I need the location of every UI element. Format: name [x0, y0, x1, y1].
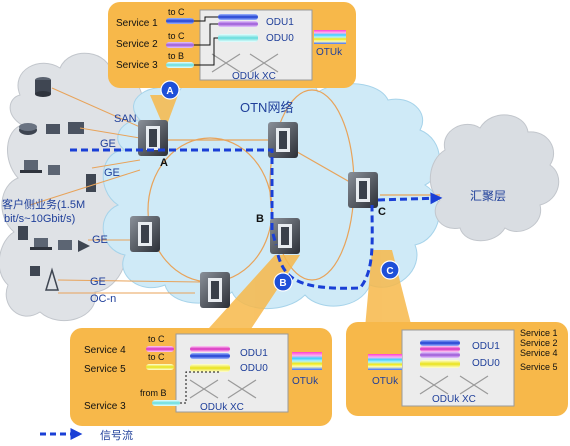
panel-a-xc: ODUk XC [232, 71, 276, 82]
node-c-label: C [378, 206, 386, 218]
panel-a-dest-3: to B [168, 51, 184, 61]
panel-b-dest-1: to C [148, 334, 165, 344]
svc-tube-a-1 [166, 18, 194, 24]
otuk-bar-a [314, 30, 346, 44]
panel-b-service-4: Service 4 [84, 345, 126, 356]
ne-device-c [348, 172, 378, 208]
tower-icon [44, 267, 60, 291]
badge-c [380, 260, 400, 280]
laptop-icon [20, 160, 42, 173]
client-devices [18, 77, 96, 291]
panel-a-service-1: Service 1 [116, 18, 158, 29]
ne-device-bottom [200, 272, 230, 308]
panel-b-odu0: ODU0 [240, 363, 268, 374]
panel-a-odu0: ODU0 [266, 33, 294, 44]
tube-odu0-a [218, 34, 258, 42]
otn-cloud-label: OTN网络 [240, 100, 293, 115]
camera-icon [18, 226, 28, 240]
client-label-1: 客户侧业务(1.5M [2, 197, 85, 211]
ocn-label: OC-n [90, 293, 116, 305]
server-icon [86, 174, 96, 192]
panel-b-dest-3: from B [140, 388, 167, 398]
node-b-label: B [256, 213, 264, 225]
panel-b-otuk: OTUk [292, 376, 319, 387]
panel-c-service-5: Service 5 [520, 362, 558, 372]
xc-cross-c [419, 375, 489, 395]
desktop-icon [48, 165, 60, 175]
badge-c-letter: C [386, 266, 393, 277]
panel-b-service-3: Service 3 [84, 401, 126, 412]
node-a-label: A [160, 157, 168, 169]
panel-c-otuk: OTUk [372, 376, 399, 387]
panel-b-odu1: ODU1 [240, 348, 268, 359]
panel-connectors [150, 95, 412, 338]
aggregation-cloud [429, 114, 560, 242]
badge-b-letter: B [279, 278, 286, 289]
panel-a-service-3: Service 3 [116, 60, 158, 71]
panel-c-service-4: Service 4 [520, 348, 558, 358]
xc-cross-b [189, 379, 257, 399]
router-icon [19, 123, 37, 135]
panel-c-service-1: Service 1 [520, 328, 558, 338]
ne-device-a [138, 120, 168, 156]
panel-a-otuk: OTUk [316, 47, 343, 58]
panel-c-odu1: ODU1 [472, 341, 500, 352]
panel-a-service-2: Service 2 [116, 39, 158, 50]
panel-a-dest-2: to C [168, 31, 185, 41]
panel-c-odu0: ODU0 [472, 358, 500, 369]
ge-label-2: GE [104, 167, 120, 179]
panel-a-odu1: ODU1 [266, 17, 294, 28]
client-label-2: bit/s~10Gbit/s) [4, 213, 75, 225]
panel-c-service-2: Service 2 [520, 338, 558, 348]
ge-label-3: GE [92, 234, 108, 246]
svc-tube-a-3 [166, 62, 194, 68]
database-icon [35, 77, 51, 97]
svc-tube-a-2 [166, 42, 194, 48]
panel-b-service-5: Service 5 [84, 364, 126, 375]
ne-device-b [270, 218, 300, 254]
san-label: SAN [114, 113, 137, 125]
panel-a [108, 2, 356, 88]
ne-device-left [130, 216, 160, 252]
tube-odu1-a-2 [218, 21, 258, 27]
video-icon [78, 240, 90, 252]
panel-b [70, 328, 332, 426]
device-icon [30, 266, 40, 276]
badge-a-letter: A [166, 86, 173, 97]
badge-a [160, 80, 180, 100]
panel-b-dest-2: to C [148, 352, 165, 362]
monitor-icon [58, 240, 72, 250]
panel-b-xc: ODUk XC [200, 402, 244, 413]
ge-label-4: GE [90, 276, 106, 288]
panel-c [346, 322, 568, 416]
ge-label-1: GE [100, 138, 116, 150]
xc-cross-a [211, 53, 279, 73]
panel-c-xc: ODUk XC [432, 394, 476, 405]
signal-flows [70, 148, 443, 290]
tube-odu1-a-1 [218, 14, 258, 20]
switch-icon [46, 124, 60, 134]
panel-a-dest-1: to C [168, 7, 185, 17]
laptop-icon-2 [30, 238, 52, 250]
legend-label: 信号流 [100, 428, 133, 442]
badge-b [273, 272, 293, 292]
aggregation-label: 汇聚层 [470, 189, 506, 203]
switch-icon-2 [68, 122, 84, 134]
ne-device-top [268, 122, 298, 158]
signal-flow-a-to-b [70, 148, 278, 246]
